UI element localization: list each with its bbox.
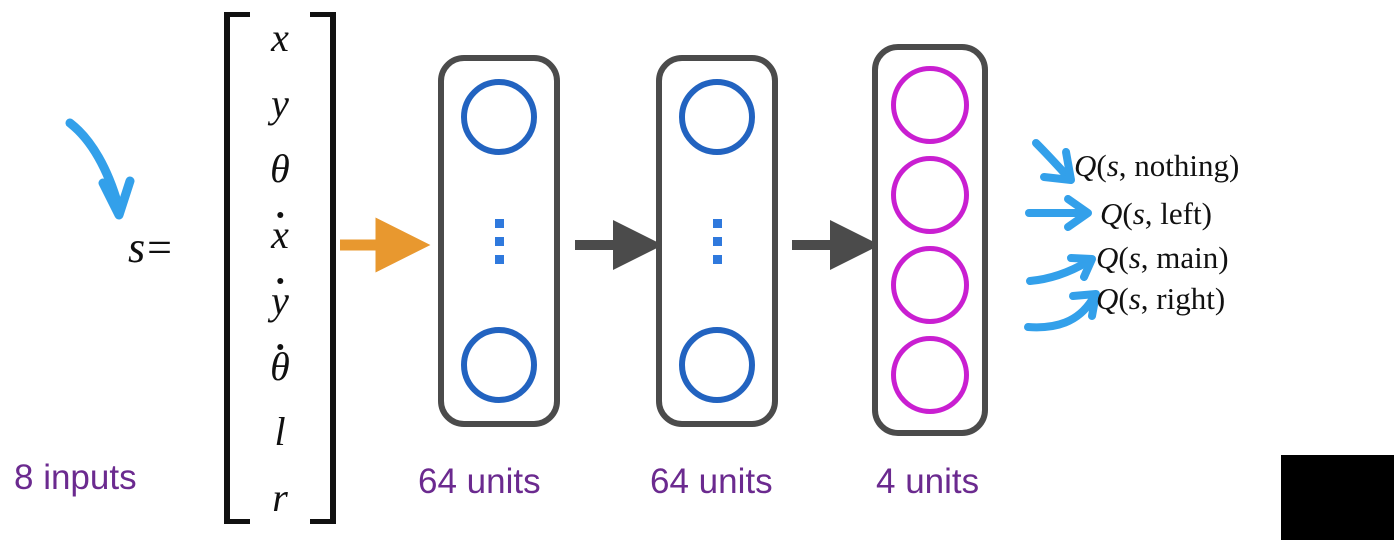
paren-open: ( <box>1122 196 1133 231</box>
q-comma: , <box>1140 240 1157 275</box>
vector-item-symbol: θ <box>270 146 290 192</box>
state-symbol: s <box>128 223 148 272</box>
ellipsis-icon <box>712 218 722 264</box>
layer-box-hidden-1 <box>438 55 560 427</box>
hidden-node <box>679 327 755 403</box>
state-vector: x y θ x y θ l r <box>224 12 336 524</box>
paren-open: ( <box>1096 148 1107 183</box>
black-overlay-block <box>1281 455 1394 540</box>
q-action: right <box>1156 281 1215 316</box>
vector-item: x <box>271 14 289 62</box>
q-action: left <box>1160 196 1202 231</box>
paren-close: ) <box>1214 281 1226 316</box>
hidden-node <box>461 327 537 403</box>
q-symbol: Q <box>1096 240 1119 275</box>
blue-output-arrow-right-icon <box>1024 290 1100 332</box>
equals-sign: = <box>147 223 174 272</box>
blue-output-arrow-left-icon <box>1025 195 1092 231</box>
blue-output-arrow-nothing-icon <box>1032 139 1075 184</box>
q-state: s <box>1132 196 1145 231</box>
q-state: s <box>1128 281 1141 316</box>
output-node <box>891 156 969 234</box>
layer-label-hidden-1: 64 units <box>418 462 541 501</box>
inputs-label: 8 inputs <box>14 458 137 497</box>
blue-curved-arrow-icon <box>65 118 135 220</box>
vector-item-symbol: x <box>271 212 289 258</box>
vector-item: θ <box>270 145 290 193</box>
overdot-icon <box>277 277 284 284</box>
q-value-nothing: Q(s, nothing) <box>1074 148 1239 184</box>
q-comma: , <box>1118 148 1135 183</box>
q-action: nothing <box>1134 148 1230 183</box>
overdot-icon <box>277 212 284 219</box>
paren-close: ) <box>1201 196 1212 231</box>
overdot-icon <box>277 343 284 350</box>
vector-item: l <box>274 408 285 456</box>
layer-label-output: 4 units <box>876 462 980 501</box>
vector-item: y <box>271 277 289 325</box>
vector-item-symbol: θ <box>270 343 290 389</box>
q-comma: , <box>1144 196 1161 231</box>
q-symbol: Q <box>1096 281 1119 316</box>
q-value-left: Q(s, left) <box>1100 196 1212 232</box>
layer-label-hidden-2: 64 units <box>650 462 773 501</box>
q-action: main <box>1156 240 1219 275</box>
hidden-node <box>461 79 537 155</box>
vector-item: x <box>271 211 289 259</box>
hidden-node <box>679 79 755 155</box>
output-node <box>891 336 969 414</box>
q-symbol: Q <box>1074 148 1097 183</box>
layer-box-hidden-2 <box>656 55 778 427</box>
output-node <box>891 246 969 324</box>
paren-close: ) <box>1229 148 1240 183</box>
vector-item: y <box>271 80 289 128</box>
ellipsis-icon <box>494 218 504 264</box>
bracket-right-icon <box>310 12 336 524</box>
vector-item-symbol: y <box>271 80 289 126</box>
q-state: s <box>1106 148 1119 183</box>
q-comma: , <box>1140 281 1157 316</box>
q-value-main: Q(s, main) <box>1096 240 1229 276</box>
state-vector-items: x y θ x y θ l r <box>250 12 310 524</box>
q-symbol: Q <box>1100 196 1123 231</box>
vector-item-symbol: l <box>274 409 286 455</box>
vector-item: r <box>272 474 288 522</box>
q-value-right: Q(s, right) <box>1096 281 1225 317</box>
q-state: s <box>1128 240 1141 275</box>
layer-box-output <box>872 44 988 436</box>
paren-open: ( <box>1118 281 1129 316</box>
blue-output-arrow-main-icon <box>1026 254 1096 285</box>
vector-item: θ <box>270 343 290 391</box>
bracket-left-icon <box>224 12 250 524</box>
vector-item-symbol: r <box>272 474 288 520</box>
state-equation: s= <box>128 222 174 273</box>
output-node <box>891 66 969 144</box>
paren-open: ( <box>1118 240 1129 275</box>
paren-close: ) <box>1218 240 1229 275</box>
vector-item-symbol: x <box>271 15 289 60</box>
vector-item-symbol: y <box>271 277 289 323</box>
